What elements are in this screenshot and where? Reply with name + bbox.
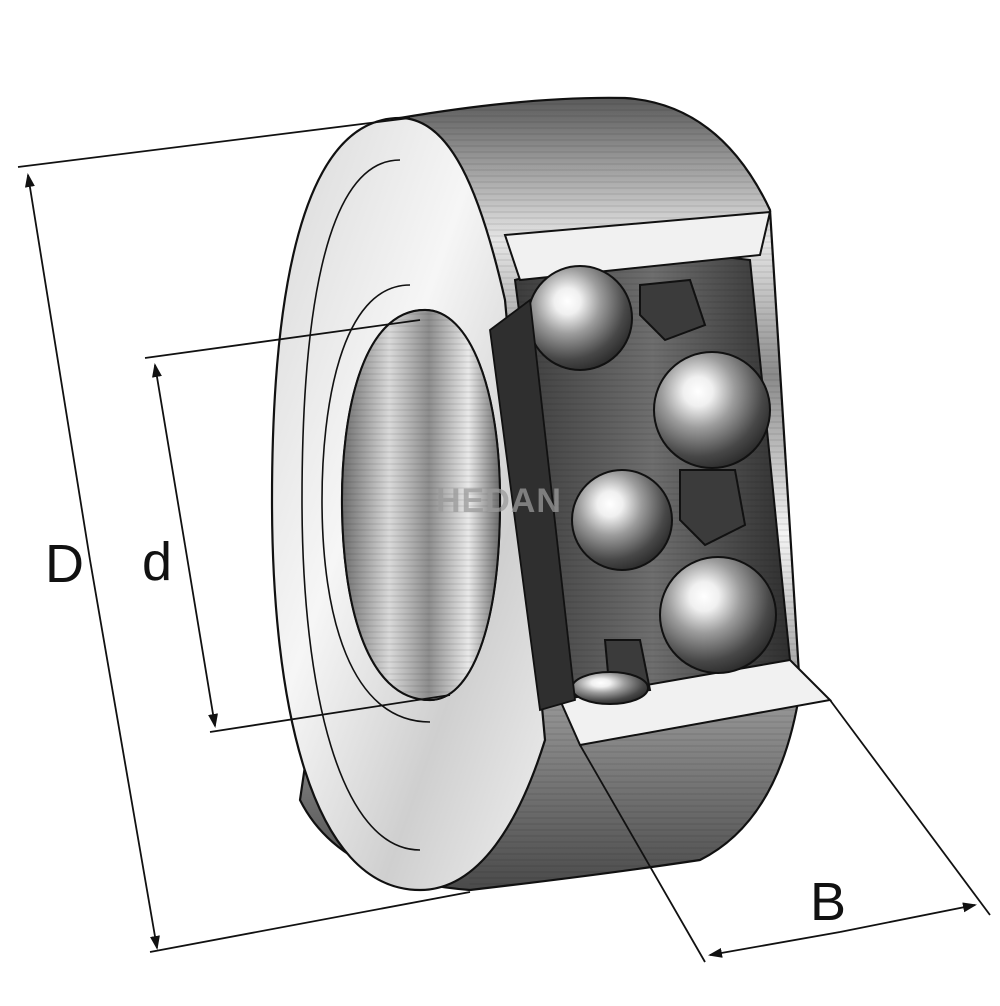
label-width: B [810,872,846,932]
ball [527,265,633,371]
seal-groove [321,284,431,723]
ball [653,351,771,469]
ball [571,671,649,705]
dimension-arrow-icon [839,902,977,933]
inner-ring-edge [489,298,576,712]
ball [571,469,673,571]
dimension-arrow-icon [152,363,186,546]
watermark: HEDAN [436,482,562,520]
cage [603,278,747,697]
dimension-arrow-icon [24,173,91,561]
dimension-arrow-icon [89,559,160,950]
bore-texture [342,310,500,700]
dimension-arrow-icon [184,544,218,728]
ball [659,556,777,674]
dimension-arrow-icon [708,931,841,958]
upper-section-cut [503,210,772,282]
label-bore-diameter: d [142,532,172,592]
extension-lines [17,117,991,963]
ball-row-left [527,265,673,705]
ball-row-right [653,351,777,674]
label-outer-diameter: D [45,534,84,594]
seal-groove [301,159,421,851]
